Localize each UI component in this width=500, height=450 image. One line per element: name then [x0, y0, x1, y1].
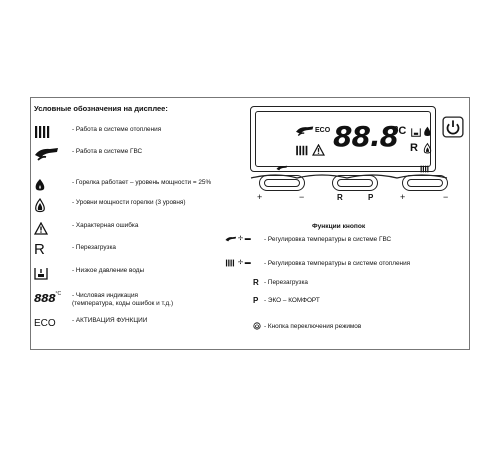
radiator-icon	[420, 165, 429, 173]
lcd-screen: ECO 88.8 °C R	[250, 106, 436, 172]
power-button[interactable]	[442, 116, 464, 138]
eco-indicator: ECO	[315, 127, 331, 134]
heat-minus-label: −	[443, 192, 449, 202]
faucet-icon	[34, 146, 64, 162]
mode-icon	[253, 322, 261, 330]
reset-icon: R	[34, 241, 45, 258]
faucet-icon	[296, 126, 314, 136]
btn-r-label: R	[337, 193, 343, 202]
flame-small-icon	[34, 177, 64, 193]
radiator-icon	[225, 259, 235, 267]
eco-icon: ECO	[34, 317, 56, 329]
flame-levels-icon	[34, 197, 64, 213]
warning-icon	[34, 220, 64, 236]
flame-levels-icon	[423, 142, 432, 154]
reset-indicator: R	[410, 142, 418, 154]
heat-plus-label: +	[400, 192, 406, 202]
legend-title: Условные обозначения на дисплее:	[34, 104, 168, 113]
faucet-icon	[225, 236, 237, 242]
warning-icon	[312, 144, 325, 156]
radiator-icon	[296, 145, 308, 156]
reset-eco-button[interactable]	[332, 175, 378, 191]
dhw-minus-label: −	[299, 192, 305, 202]
btn-p-label: P	[368, 193, 374, 202]
flame-icon	[424, 126, 431, 136]
heating-adjust-button[interactable]	[402, 175, 448, 191]
digit-display: 88.8	[333, 120, 399, 153]
dhw-adjust-button[interactable]	[259, 175, 305, 191]
dhw-plus-label: +	[257, 192, 263, 202]
functions-title: Функции кнопок	[312, 223, 366, 230]
low-pressure-icon	[34, 265, 64, 281]
degree-label: °C	[394, 125, 407, 137]
digital-display-icon: 888°C	[34, 291, 62, 305]
control-panel: ECO 88.8 °C R + − R P + −	[237, 98, 469, 208]
faucet-icon	[276, 165, 288, 171]
low-pressure-icon	[411, 128, 421, 137]
radiator-icon	[34, 124, 64, 140]
